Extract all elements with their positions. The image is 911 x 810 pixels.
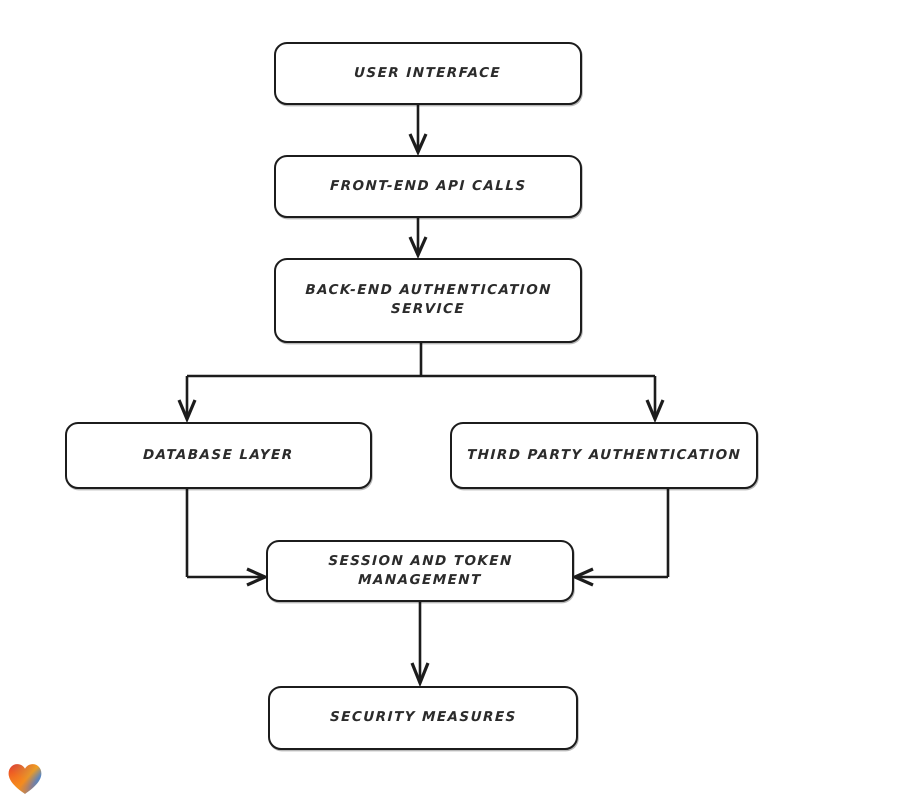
node-user-interface-label: User Interface: [354, 64, 502, 81]
node-security-measures[interactable]: Security Measures: [268, 686, 578, 750]
edge-backend-split: [187, 343, 655, 378]
node-user-interface[interactable]: User Interface: [274, 42, 582, 105]
node-third-party-authentication-label: Third Party Authentication: [466, 446, 742, 463]
node-session-and-token-management-label: Session and Token Management: [327, 552, 513, 588]
node-back-end-authentication-service[interactable]: Back-End Authentication Service: [274, 258, 582, 343]
node-back-end-authentication-service-label: Back-End Authentication Service: [304, 282, 552, 318]
node-database-layer[interactable]: Database Layer: [65, 422, 372, 489]
edge-ui-to-api: [408, 105, 428, 156]
node-session-and-token-management[interactable]: Session and Token Management: [266, 540, 574, 602]
node-third-party-authentication[interactable]: Third Party Authentication: [450, 422, 758, 489]
edge-api-to-backend: [408, 218, 428, 259]
edge-database-to-session: [185, 489, 269, 587]
edge-backend-to-database: [177, 376, 197, 424]
node-database-layer-label: Database Layer: [142, 446, 295, 463]
edge-session-to-security: [410, 602, 430, 688]
node-front-end-api-calls-label: Front-End API Calls: [329, 177, 527, 194]
edge-backend-to-thirdparty: [645, 376, 665, 424]
heart-icon: [8, 764, 42, 794]
node-front-end-api-calls[interactable]: Front-End API Calls: [274, 155, 582, 218]
edge-thirdparty-to-session: [571, 489, 670, 587]
node-security-measures-label: Security Measures: [329, 709, 517, 726]
